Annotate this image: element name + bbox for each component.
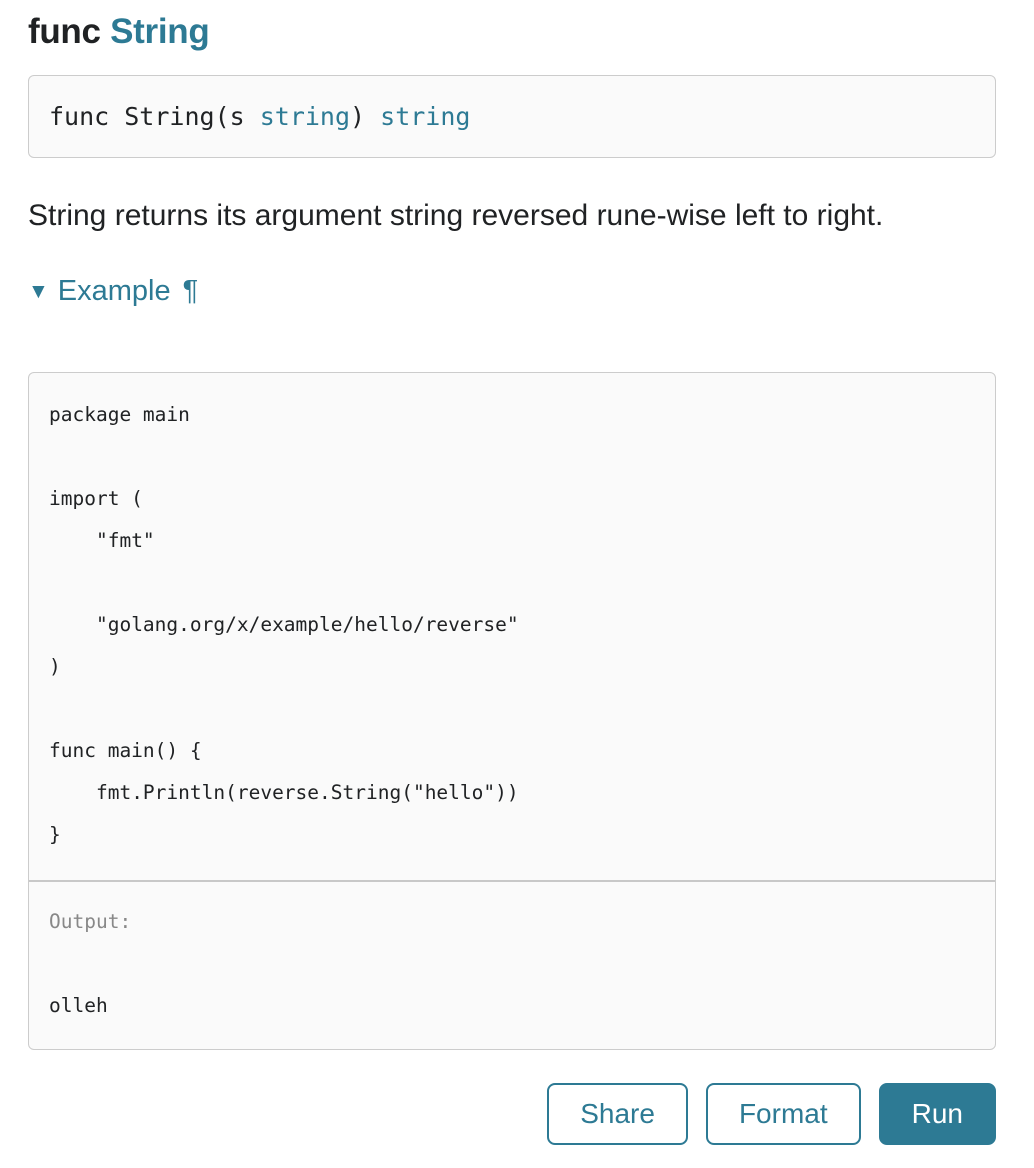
heading-keyword: func — [28, 12, 101, 51]
example-code-area[interactable]: package main import ( "fmt" "golang.org/… — [29, 373, 995, 880]
playground-button-row: Share Format Run — [28, 1083, 996, 1145]
output-label: Output: — [49, 910, 132, 933]
example-toggle[interactable]: ▼ Example ¶ — [28, 275, 198, 308]
example-output: Output: olleh — [49, 901, 973, 1027]
heading-function-name-link[interactable]: String — [110, 12, 210, 51]
function-description: String returns its argument string rever… — [28, 199, 884, 232]
param-type-link[interactable]: string — [259, 102, 351, 131]
run-button[interactable]: Run — [878, 1083, 996, 1145]
example-playground: package main import ( "fmt" "golang.org/… — [28, 372, 996, 1050]
format-button[interactable]: Format — [705, 1083, 861, 1145]
example-output-area: Output: olleh — [29, 880, 995, 1049]
output-value: olleh — [49, 994, 108, 1017]
function-declaration-box: func String(s string) string — [28, 75, 996, 158]
signature-text: ) — [350, 102, 381, 131]
example-code[interactable]: package main import ( "fmt" "golang.org/… — [49, 403, 519, 846]
function-signature: func String(s string) string — [49, 103, 975, 130]
return-type-link[interactable]: string — [380, 102, 471, 131]
example-title: Example — [57, 275, 171, 307]
collapse-triangle-icon: ▼ — [28, 280, 49, 303]
permalink-icon[interactable]: ¶ — [182, 275, 199, 307]
signature-text: func String(s — [49, 102, 260, 131]
function-heading: func String — [28, 12, 996, 52]
share-button[interactable]: Share — [547, 1083, 688, 1145]
